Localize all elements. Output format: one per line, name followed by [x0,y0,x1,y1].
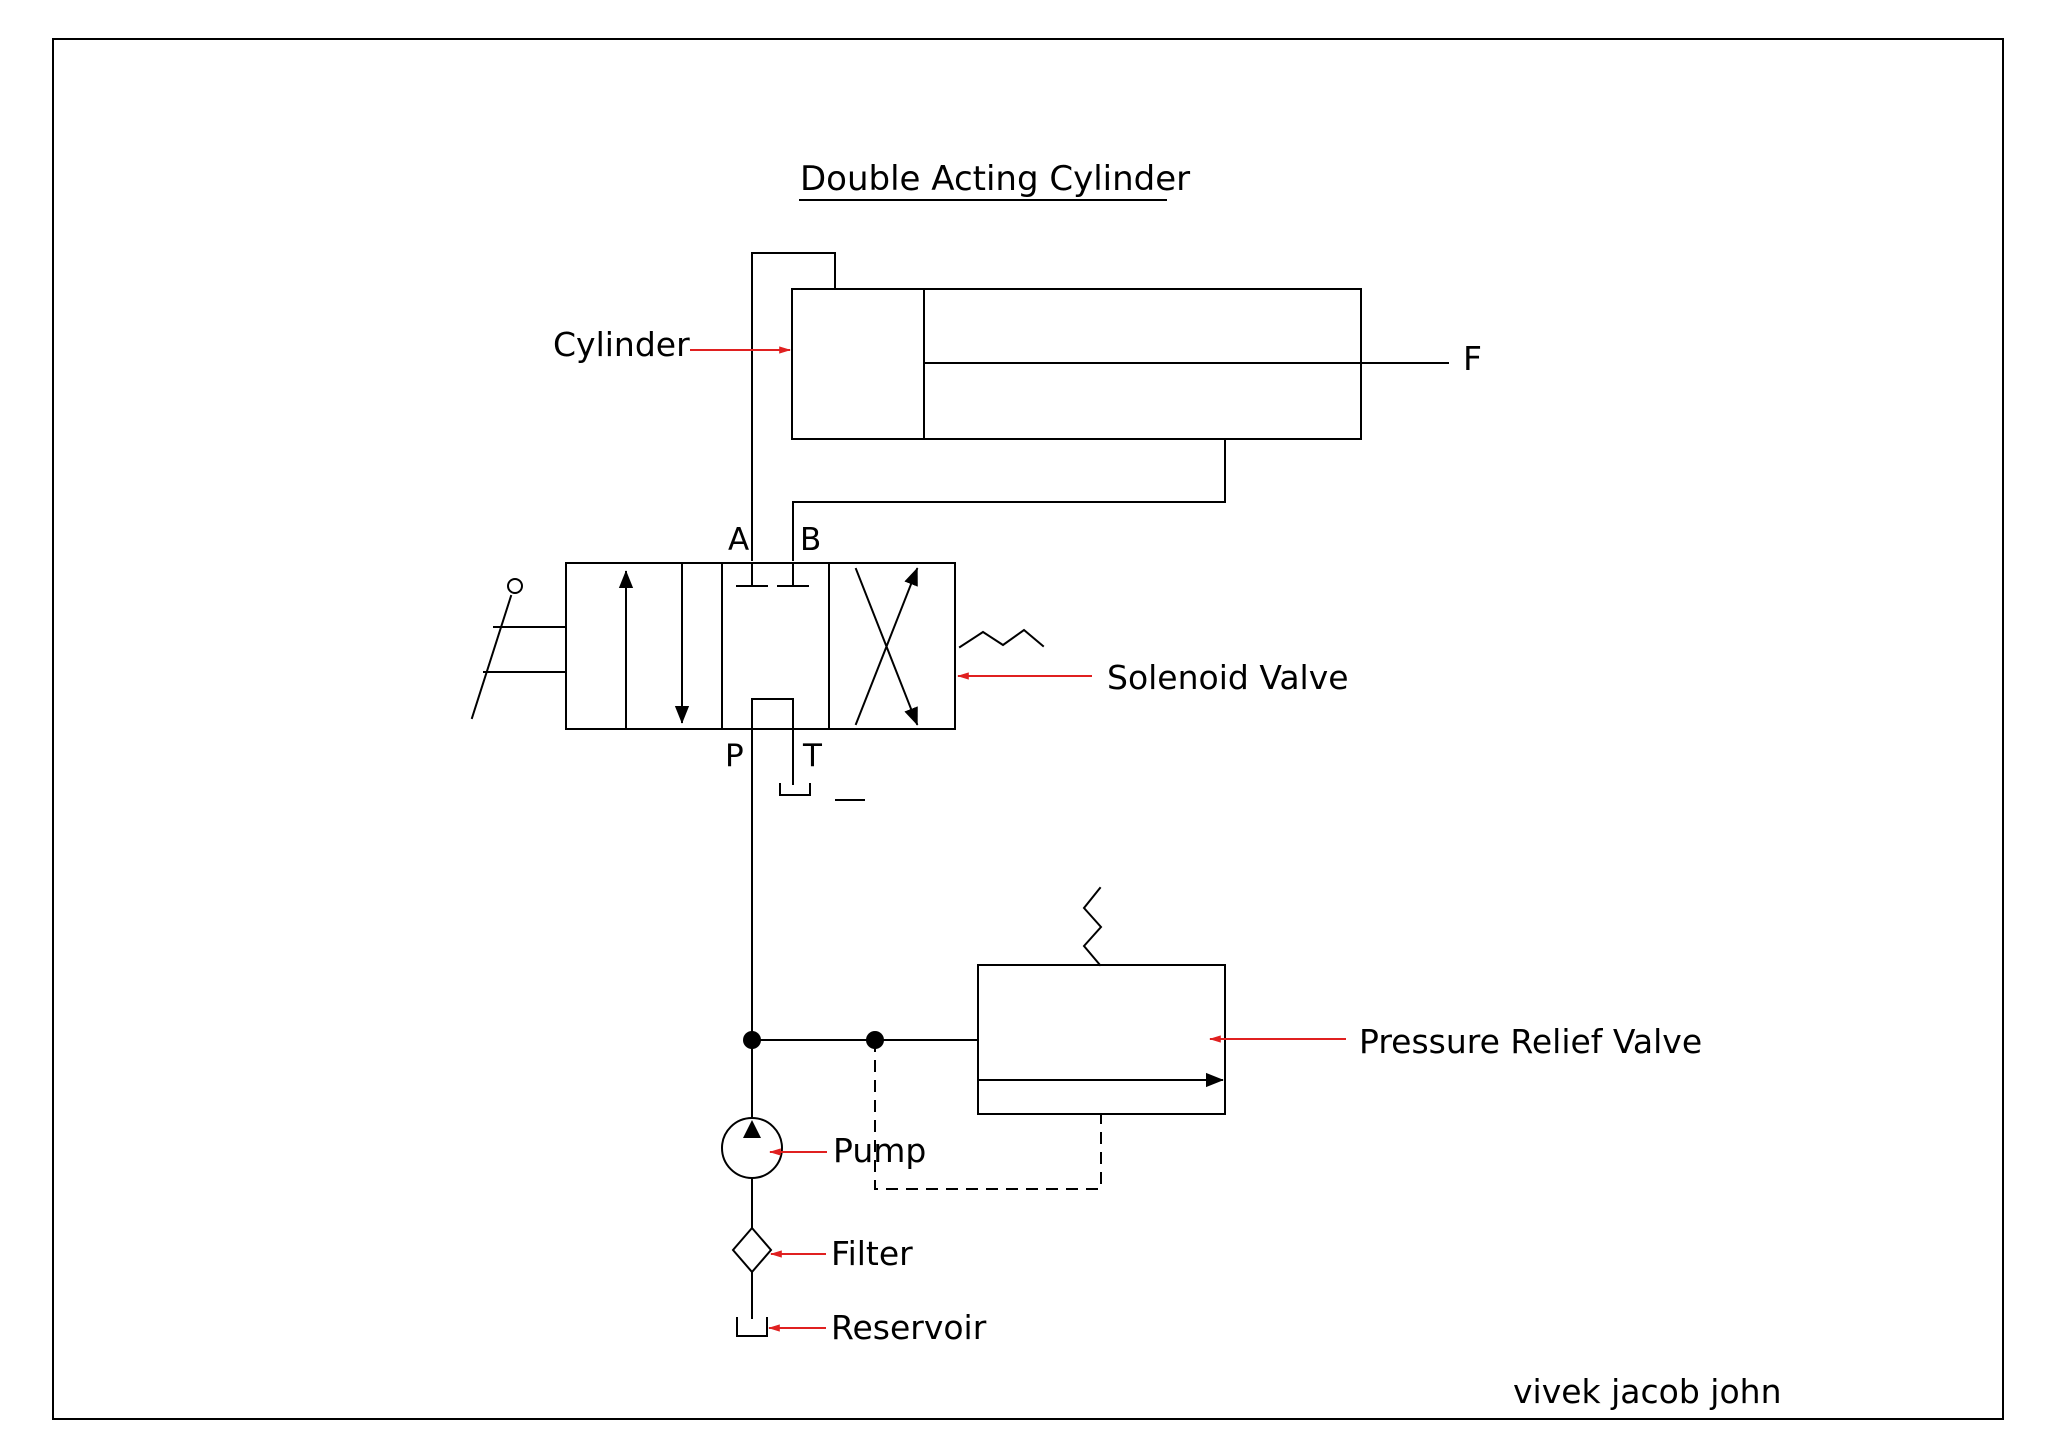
line-a [751,252,836,561]
reservoir-label: Reservoir [831,1308,987,1347]
lever-knob [507,578,523,594]
filter-symbol [731,1226,773,1274]
relief-valve-spring [1082,886,1103,967]
author-signature: vivek jacob john [1513,1372,1781,1411]
valve-spring [958,628,1045,649]
double-acting-cylinder [791,288,1449,440]
solenoid-valve-label: Solenoid Valve [1107,658,1349,697]
drawing-border [52,38,2004,1420]
pilot-line [874,1040,1102,1190]
relief-valve-body [977,964,1226,1115]
pump-label: Pump [833,1131,926,1170]
solenoid-valve [470,562,1045,730]
pressure-relief-valve-label: Pressure Relief Valve [1359,1022,1702,1061]
cylinder-label: Cylinder [553,325,690,364]
diagram-title: Double Acting Cylinder [800,159,1190,199]
tank-t-symbol [779,783,811,796]
port-t-label: T [802,738,823,774]
line-b [792,438,1226,561]
cross-arrow-down [854,567,919,726]
port-b-label: B [800,522,821,558]
port-a-label: A [728,522,749,558]
reservoir-symbol [736,1317,768,1337]
port-p-label: P [725,738,744,774]
filter-label: Filter [831,1234,913,1273]
pump-arrow [743,1120,761,1138]
force-label: F [1463,339,1482,378]
center-pt-connection [751,698,794,730]
solenoid-valve-body [565,562,956,730]
pressure-relief-valve [977,886,1226,1115]
pump [721,1117,783,1179]
lever-handle [470,594,513,720]
junction-dot-1 [743,1031,761,1049]
